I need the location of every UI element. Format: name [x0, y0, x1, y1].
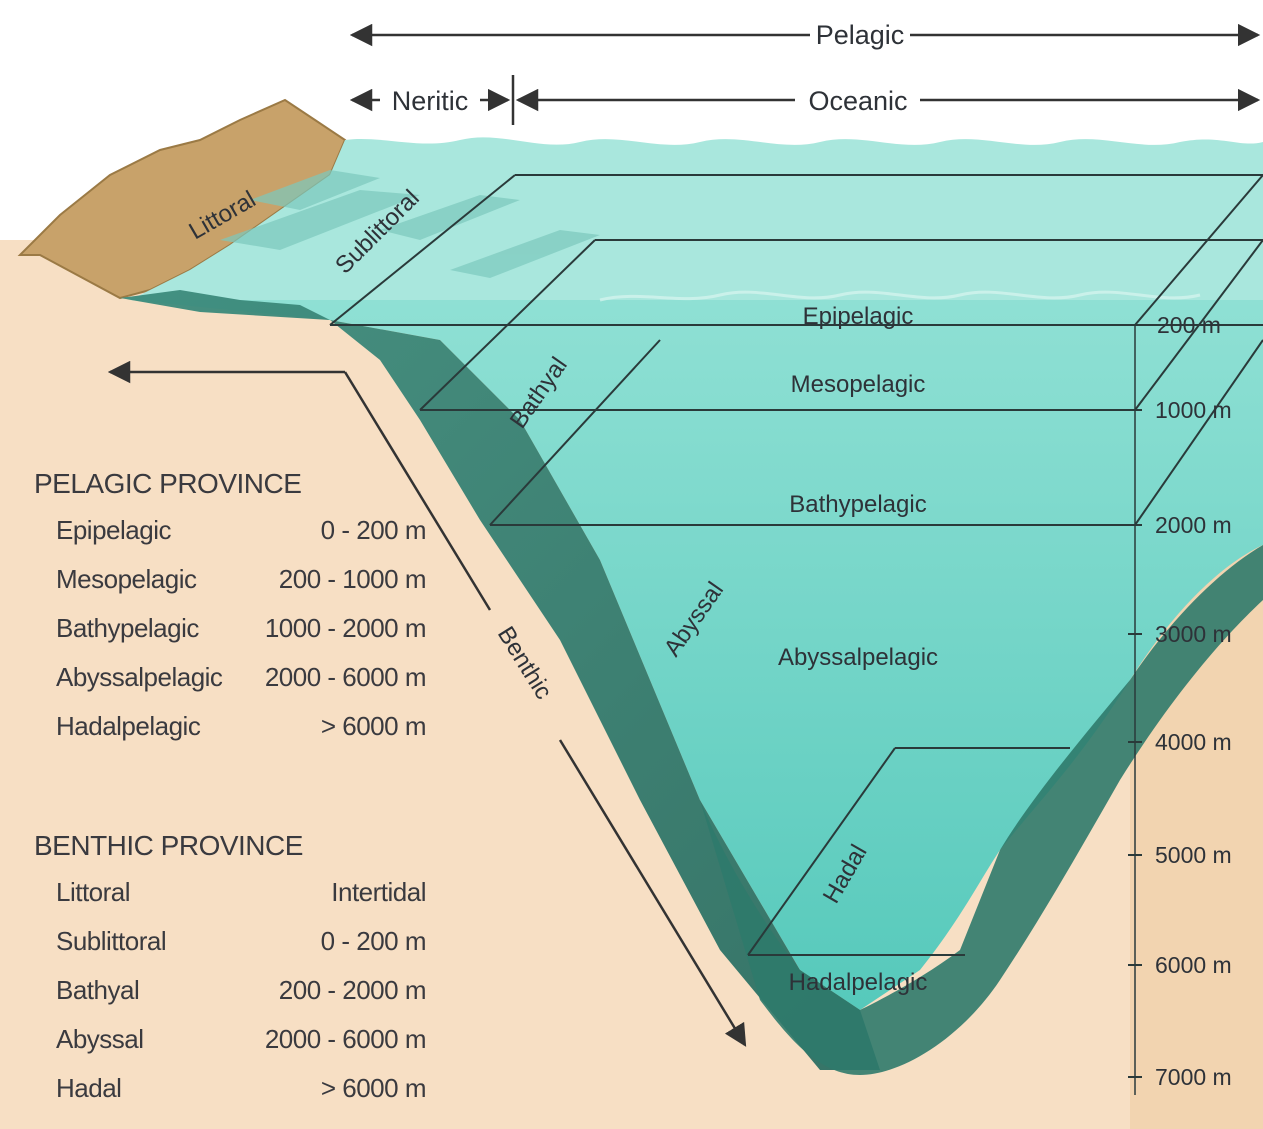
legend-name: Bathyal	[56, 966, 139, 1015]
depth-3000: 3000 m	[1155, 621, 1232, 647]
neritic-label: Neritic	[392, 86, 469, 116]
legend-range: > 6000 m	[321, 1064, 426, 1113]
legend-row: Mesopelagic 200 - 1000 m	[56, 555, 426, 604]
legend-row: Abyssalpelagic 2000 - 6000 m	[56, 653, 426, 702]
legend-name: Abyssalpelagic	[56, 653, 222, 702]
legend-range: 0 - 200 m	[321, 506, 426, 555]
depth-7000: 7000 m	[1155, 1064, 1232, 1090]
abyssalpelagic-label: Abyssalpelagic	[778, 644, 938, 671]
legend-row: Hadal > 6000 m	[56, 1064, 426, 1113]
benthic-province-legend: BENTHIC PROVINCE Littoral Intertidal Subl…	[34, 830, 426, 1113]
benthic-province-title: BENTHIC PROVINCE	[34, 830, 426, 862]
legend-row: Bathypelagic 1000 - 2000 m	[56, 604, 426, 653]
pelagic-province-legend: PELAGIC PROVINCE Epipelagic 0 - 200 m Mes…	[34, 468, 426, 751]
legend-range: 1000 - 2000 m	[265, 604, 426, 653]
legend-name: Mesopelagic	[56, 555, 196, 604]
depth-6000: 6000 m	[1155, 952, 1232, 978]
legend-name: Littoral	[56, 868, 130, 917]
depth-2000: 2000 m	[1155, 512, 1232, 538]
bathypelagic-label: Bathypelagic	[789, 491, 926, 518]
oceanic-label: Oceanic	[808, 86, 907, 116]
legend-name: Abyssal	[56, 1015, 144, 1064]
depth-1000: 1000 m	[1155, 397, 1232, 423]
legend-name: Epipelagic	[56, 506, 171, 555]
legend-row: Epipelagic 0 - 200 m	[56, 506, 426, 555]
legend-name: Hadalpelagic	[56, 702, 200, 751]
legend-row: Littoral Intertidal	[56, 868, 426, 917]
legend-row: Sublittoral 0 - 200 m	[56, 917, 426, 966]
legend-name: Hadal	[56, 1064, 121, 1113]
legend-row: Hadalpelagic > 6000 m	[56, 702, 426, 751]
legend-range: 200 - 2000 m	[279, 966, 426, 1015]
depth-4000: 4000 m	[1155, 729, 1232, 755]
legend-name: Sublittoral	[56, 917, 166, 966]
epipelagic-label: Epipelagic	[803, 303, 914, 330]
pelagic-label: Pelagic	[816, 20, 905, 50]
legend-range: 200 - 1000 m	[279, 555, 426, 604]
depth-5000: 5000 m	[1155, 842, 1232, 868]
legend-range: 0 - 200 m	[321, 917, 426, 966]
depth-200: 200 m	[1157, 312, 1221, 338]
mesopelagic-label: Mesopelagic	[791, 371, 926, 398]
legend-row: Bathyal 200 - 2000 m	[56, 966, 426, 1015]
legend-name: Bathypelagic	[56, 604, 199, 653]
legend-row: Abyssal 2000 - 6000 m	[56, 1015, 426, 1064]
legend-range: Intertidal	[331, 868, 426, 917]
legend-range: 2000 - 6000 m	[265, 1015, 426, 1064]
pelagic-province-title: PELAGIC PROVINCE	[34, 468, 426, 500]
legend-range: 2000 - 6000 m	[265, 653, 426, 702]
legend-range: > 6000 m	[321, 702, 426, 751]
hadalpelagic-label: Hadalpelagic	[789, 969, 928, 996]
